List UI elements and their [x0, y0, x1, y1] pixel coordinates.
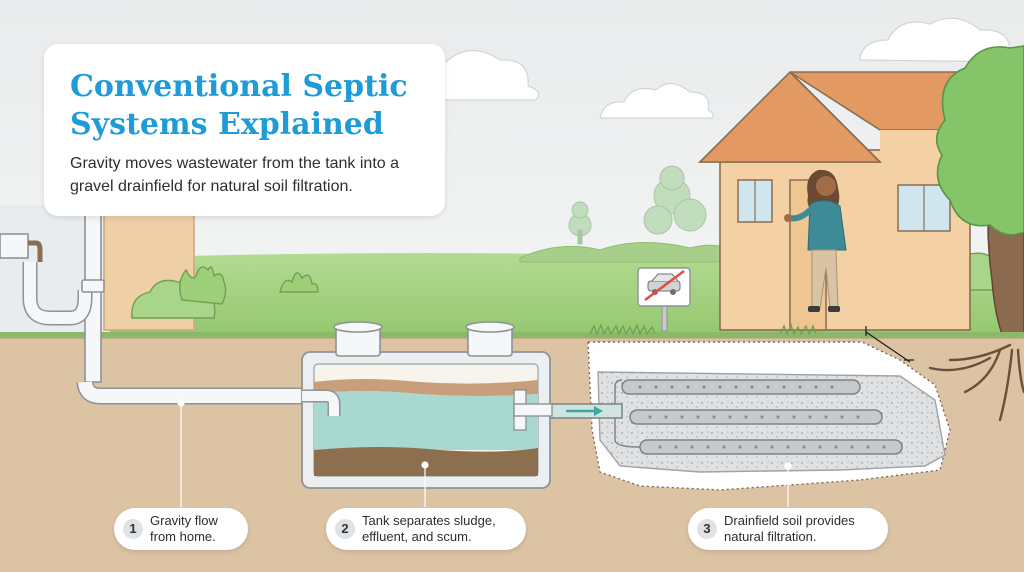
bush — [279, 272, 319, 293]
homeowner-figure — [784, 169, 847, 312]
title-card: Conventional Septic Systems Explained Gr… — [44, 44, 445, 216]
callout-number: 1 — [123, 519, 143, 539]
tree — [935, 45, 1024, 351]
callout-drainfield-filtration: 3 Drainfield soil provides natural filtr… — [688, 508, 888, 550]
house — [698, 71, 1002, 331]
callout-text: Gravity flow from home. — [150, 513, 218, 544]
background-tree — [568, 165, 707, 245]
sludge-layer — [314, 447, 538, 476]
no-vehicle-icon — [644, 270, 685, 301]
pipe-perforations — [638, 385, 886, 449]
grass-tufts — [589, 323, 817, 336]
callout-text: Drainfield soil provides natural filtrat… — [724, 513, 855, 544]
scum-layer — [314, 379, 538, 396]
tree-roots — [928, 343, 1024, 422]
page-title: Conventional Septic Systems Explained — [70, 69, 408, 142]
callout-text: Tank separates sludge, effluent, and scu… — [362, 513, 496, 544]
house-drain-pipe — [0, 209, 320, 405]
cloud — [599, 82, 714, 119]
callout-leader — [177, 399, 792, 513]
callout-tank-separation: 2 Tank separates sludge, effluent, and s… — [326, 508, 526, 550]
flow-arrow-icon — [566, 406, 603, 416]
callout-number: 3 — [697, 519, 717, 539]
bush — [179, 266, 227, 305]
septic-tank — [301, 321, 553, 489]
callout-gravity-flow: 1 Gravity flow from home. — [114, 508, 248, 550]
effluent-layer — [314, 391, 538, 450]
callout-number: 2 — [335, 519, 355, 539]
perforated-pipe — [614, 379, 903, 455]
page-subtitle: Gravity moves wastewater from the tank i… — [70, 155, 400, 195]
root-leader — [865, 326, 914, 363]
